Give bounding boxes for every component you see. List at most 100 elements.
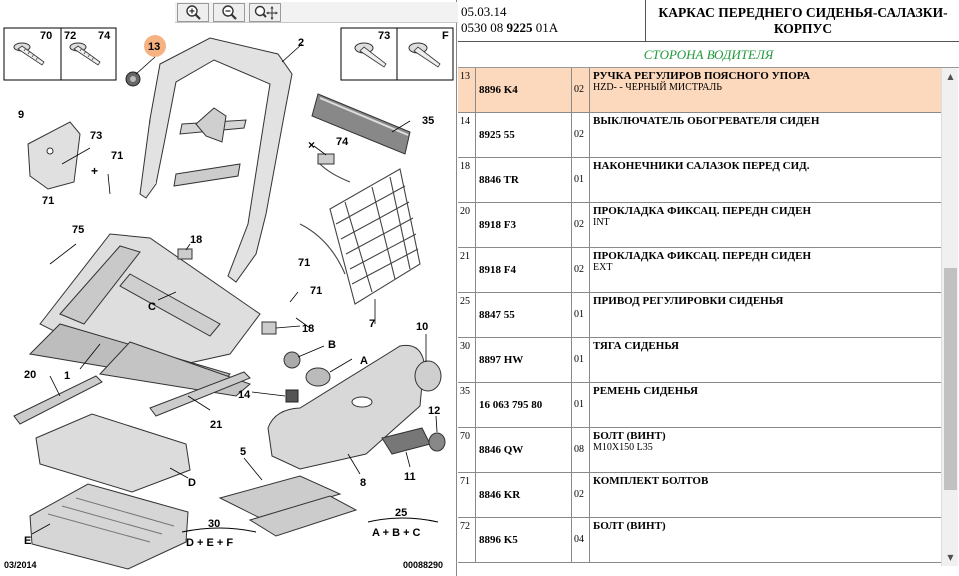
callout-74[interactable]: 74 [336, 136, 349, 148]
header-code: 0530 08 9225 01A [461, 20, 642, 36]
table-row[interactable]: 71 8846 KR 02 КОМПЛЕКТ БОЛТОВ [458, 473, 941, 518]
table-row[interactable]: 21 8918 F4 02 ПРОКЛАДКА ФИКСАЦ. ПЕРЕДН С… [458, 248, 941, 293]
table-row[interactable]: 18 8846 TR 01 НАКОНЕЧНИКИ САЛАЗОК ПЕРЕД … [458, 158, 941, 203]
callout-25[interactable]: 25 [395, 507, 407, 519]
row-desc: ТЯГА СИДЕНЬЯ [590, 338, 941, 382]
row-qty: 02 [572, 473, 590, 517]
row-index: 35 [458, 383, 476, 427]
callout-7[interactable]: 7 [369, 318, 375, 330]
zoom-out-button[interactable] [213, 3, 245, 22]
callout-E[interactable]: E [24, 535, 31, 547]
row-desc-main: БОЛТ (ВИНТ) [593, 430, 666, 442]
callout-35[interactable]: 35 [422, 115, 434, 127]
table-row[interactable]: 14 8925 55 02 ВЫКЛЮЧАТЕЛЬ ОБОГРЕВАТЕЛЯ С… [458, 113, 941, 158]
row-index: 30 [458, 338, 476, 382]
callout-B[interactable]: B [328, 339, 336, 351]
row-ref[interactable]: 8896 K5 [476, 518, 572, 562]
callout-70[interactable]: 70 [40, 30, 52, 42]
side-bracket [27, 121, 81, 190]
table-row[interactable]: 25 8847 55 01 ПРИВОД РЕГУЛИРОВКИ СИДЕНЬЯ [458, 293, 941, 338]
row-desc-main: КОМПЛЕКТ БОЛТОВ [593, 475, 709, 487]
callout-71[interactable]: 71 [42, 195, 54, 207]
rail-link-20 [13, 375, 103, 425]
shield-slot [351, 396, 373, 408]
parts-pane: 05.03.14 0530 08 9225 01A КАРКАС ПЕРЕДНЕ… [458, 0, 959, 576]
callout-20[interactable]: 20 [24, 369, 36, 381]
table-row[interactable]: 20 8918 F3 02 ПРОКЛАДКА ФИКСАЦ. ПЕРЕДН С… [458, 203, 941, 248]
callout-A[interactable]: A [360, 355, 368, 367]
callout-71[interactable]: 71 [298, 257, 310, 269]
callout-18[interactable]: 18 [302, 323, 314, 335]
row-ref[interactable]: 8846 TR [476, 158, 572, 202]
callout-1[interactable]: 1 [64, 370, 70, 382]
table-row[interactable]: 13 8896 K4 02 РУЧКА РЕГУЛИРОВ ПОЯСНОГО У… [458, 68, 941, 113]
callout-10[interactable]: 10 [416, 321, 428, 333]
callout-C[interactable]: C [148, 301, 156, 313]
callout-D[interactable]: D [188, 477, 196, 489]
callout-5[interactable]: 5 [240, 446, 246, 458]
row-desc: НАКОНЕЧНИКИ САЛАЗОК ПЕРЕД СИД. [590, 158, 941, 202]
header-info: 05.03.14 0530 08 9225 01A [458, 0, 646, 42]
row-ref[interactable]: 8897 HW [476, 338, 572, 382]
table-row[interactable]: 30 8897 HW 01 ТЯГА СИДЕНЬЯ [458, 338, 941, 383]
zoom-toolbar [175, 2, 459, 23]
callout-75[interactable]: 75 [72, 224, 84, 236]
callout-71[interactable]: 71 [111, 150, 123, 162]
plus-marker: + [91, 164, 98, 178]
seat-belt-strip [311, 93, 411, 155]
zoom-in-button[interactable] [177, 3, 209, 22]
row-ref[interactable]: 16 063 795 80 [476, 383, 572, 427]
callout-F[interactable]: F [442, 30, 449, 42]
callout-72[interactable]: 72 [64, 30, 76, 42]
callout-18[interactable]: 18 [190, 234, 202, 246]
row-ref[interactable]: 8896 K4 [476, 68, 572, 112]
callout-13[interactable]: 13 [148, 41, 160, 53]
row-ref[interactable]: 8918 F4 [476, 248, 572, 292]
zoom-pan-icon [254, 5, 278, 20]
callout-12[interactable]: 12 [428, 405, 440, 417]
row-desc: ВЫКЛЮЧАТЕЛЬ ОБОГРЕВАТЕЛЯ СИДЕН [590, 113, 941, 157]
row-ref[interactable]: 8925 55 [476, 113, 572, 157]
callout-73[interactable]: 73 [378, 30, 390, 42]
table-row[interactable]: 35 16 063 795 80 01 РЕМЕНЬ СИДЕНЬЯ [458, 383, 941, 428]
scroll-down-icon[interactable]: ▼ [947, 553, 954, 562]
callout-74[interactable]: 74 [98, 30, 111, 42]
row-ref[interactable]: 8918 F3 [476, 203, 572, 247]
scroll-thumb[interactable] [944, 268, 957, 490]
table-row[interactable]: 70 8846 QW 08 БОЛТ (ВИНТ)M10X150 L35 [458, 428, 941, 473]
scroll-up-icon[interactable]: ▲ [947, 72, 954, 81]
exploded-parts-diagram: + × 70 72 74 13 2 73 F 9 73 71 71 74 35 … [0, 24, 457, 576]
zoom-out-icon [222, 5, 237, 20]
row-qty: 01 [572, 383, 590, 427]
callout-21[interactable]: 21 [210, 419, 222, 431]
row-desc-main: РУЧКА РЕГУЛИРОВ ПОЯСНОГО УПОРА [593, 70, 811, 82]
zoom-pan-button[interactable] [249, 3, 281, 22]
row-desc: БОЛТ (ВИНТ) [590, 518, 941, 562]
table-row[interactable]: 72 8896 K5 04 БОЛТ (ВИНТ) [458, 518, 941, 563]
callout-2[interactable]: 2 [298, 37, 304, 49]
row-ref[interactable]: 8846 QW [476, 428, 572, 472]
callout-73[interactable]: 73 [90, 130, 102, 142]
row-index: 25 [458, 293, 476, 337]
connector-74 [317, 153, 335, 165]
bolt-icon [69, 42, 101, 66]
callout-14[interactable]: 14 [238, 389, 251, 401]
row-ref[interactable]: 8846 KR [476, 473, 572, 517]
row-qty: 01 [572, 158, 590, 202]
parts-scrollbar[interactable]: ▲ ▼ [941, 68, 958, 566]
seat-belt-strip-line [319, 97, 409, 136]
row-ref[interactable]: 8847 55 [476, 293, 572, 337]
cushion-plate [35, 413, 191, 493]
row-qty: 02 [572, 68, 590, 112]
row-index: 13 [458, 68, 476, 112]
row-index: 21 [458, 248, 476, 292]
callout-8[interactable]: 8 [360, 477, 366, 489]
bolt-icon [408, 42, 441, 68]
row-qty: 08 [572, 428, 590, 472]
callout-71[interactable]: 71 [310, 285, 322, 297]
callout-11[interactable]: 11 [404, 471, 416, 483]
row-desc: КОМПЛЕКТ БОЛТОВ [590, 473, 941, 517]
callout-30[interactable]: 30 [208, 518, 220, 530]
callout-9[interactable]: 9 [18, 109, 24, 121]
lumbar-knob-13 [125, 71, 141, 87]
